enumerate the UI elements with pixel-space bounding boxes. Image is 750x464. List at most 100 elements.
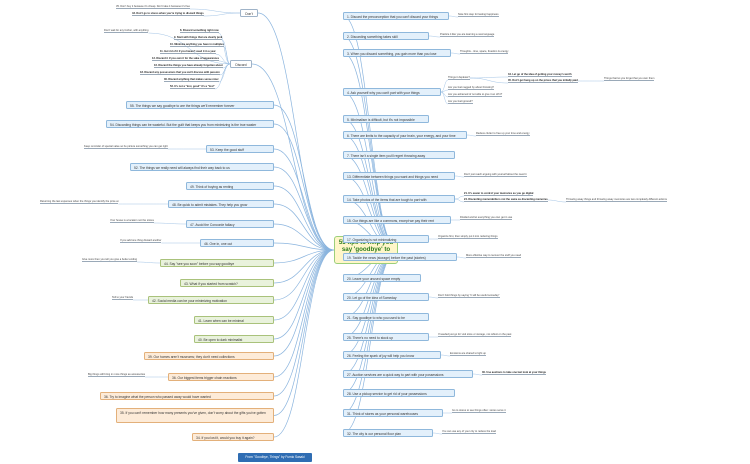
leaf-l-53: Keep reminder of special value so he pic… [84,145,168,149]
leaf-l-44: Give more then you tell you give a bette… [82,258,138,262]
left-branch-discard[interactable]: Discard [230,60,252,68]
connector-68 [218,32,231,65]
connector-65 [189,8,241,14]
connector-37 [273,249,335,378]
leaf-r15: Divided and let everything you own get i… [460,216,513,220]
leaf-l-disc9: 52. It's not a "lost, good" it's a "lost… [170,85,215,89]
left-branch-41[interactable]: 41. Learn when can be minimal [194,316,274,324]
leaf-r4d: Are you feel ignored? [448,100,473,104]
left-branch-48[interactable]: 48. Be quick to admit mistakes. They hel… [168,200,274,208]
connector-52 [454,175,465,178]
leaf-r14b: 24. Discarding memorabilia is not the sa… [464,198,548,202]
connector-33 [273,249,335,301]
right-branch-17[interactable]: 17. Organizing is not minimalizing [343,235,429,243]
leaf-l-disc7: 18. Discard any possessions that you can… [140,71,220,75]
right-branch-1[interactable]: 1. Discard the preconception that you ca… [343,12,449,20]
connector-40 [273,249,335,438]
leaf-r17: Organize first, then simply put it into … [438,235,498,239]
left-branch-dont[interactable]: Don't [240,9,258,17]
right-branch-14[interactable]: 14. Take photos of the items that are to… [343,195,455,203]
right-branch-21[interactable]: 21. Say goodbye to who you used to be [343,313,429,321]
leaf-r31: Go to stores to see things often: stores… [452,409,506,413]
right-branch-27[interactable]: 27. Auction services are a quick way to … [343,370,473,378]
leaf-r6: Reduce clutter to free up your time and … [476,132,530,136]
left-branch-35[interactable]: 35. If you can't remember how many prese… [116,408,274,423]
connector-31 [273,249,335,264]
right-branch-25[interactable]: 25. There's no need to stock up [343,333,429,341]
leaf-r27: 30. Use auctions to take one last look a… [482,371,546,375]
right-branch-3[interactable]: 3. When you discard something, you gain … [343,49,451,57]
connector-28 [273,203,335,251]
connector-25 [273,148,335,251]
left-branch-55[interactable]: 55. The things we say goodbye to are the… [126,101,274,109]
connector-54 [454,198,465,203]
connector-44 [440,79,449,93]
leaf-l-dont2: 43. Don't go to stores when you're tryin… [132,12,204,16]
connector-34 [273,249,335,321]
connector-72 [219,60,231,65]
left-branch-44[interactable]: 44. Say "see you soon" before you say go… [160,259,274,267]
connector-42 [428,35,441,38]
left-branch-40[interactable]: 40. Be open to dark minimalist [194,335,274,343]
connector-61 [440,354,451,357]
leaf-l-48: Returning the last expenses when the thi… [40,200,119,204]
connector-29 [273,223,335,251]
left-branch-36b[interactable]: 36. Try to imagine what the person who p… [100,392,274,400]
right-branch-5[interactable]: 5. Minimalism is difficult, but it's not… [343,115,429,123]
left-branch-42[interactable]: 42. Social media can be your minimizing … [148,296,274,304]
right-branch-20a[interactable]: 20. Leave your unused space empty [343,274,421,282]
left-branch-34[interactable]: 34. If you lost it, would you buy it aga… [192,433,274,441]
connector-43 [450,52,461,55]
right-branch-32[interactable]: 32. The city is our personal floor plan [343,429,433,437]
leaf-l-disc1: 8. Discard something right now [180,29,219,33]
right-branch-4[interactable]: 4. Ask yourself why you can't part with … [343,88,441,96]
connector-21 [257,12,335,251]
connector-24 [273,123,335,251]
leaf-r20b: Don't hold things by saying "it will be … [438,294,500,298]
leaf-r4a2x: Things that let you forget that you own … [604,77,655,81]
leaf-r32: You can use any of your city to reduce t… [442,430,496,434]
right-branch-31[interactable]: 31. Think of stores as your personal war… [343,409,443,417]
connector-32 [273,249,335,284]
left-branch-52[interactable]: 52. The things we really need will alway… [130,163,274,171]
leaf-r2: Practice it like you are learning a new … [440,33,495,37]
leaf-l-disc3: 10. Minimize anything you have in multip… [170,43,224,47]
connector-35 [273,249,335,340]
leaf-r25: If needed just go for visit store or sto… [438,333,512,337]
connector-64 [432,432,443,435]
connector-70 [223,46,231,65]
left-branch-39[interactable]: 39. Our homes aren't museums; they don't… [144,352,274,360]
leaf-l-46: If you add one thing discard another [120,239,162,243]
right-branch-2[interactable]: 2. Discarding something takes skill [343,32,429,40]
right-branch-20b[interactable]: 20. Let go of the idea of Someday [343,293,429,301]
left-branch-54[interactable]: 54. Discarding things can be wasteful. B… [106,120,274,128]
right-branch-7[interactable]: 7. There isn't a single item you'll regr… [343,151,455,159]
right-branch-26[interactable]: 26. Feeling the spark of joy will help y… [343,351,441,359]
leaf-r4a1: 34. Let go of the idea of getting your m… [508,73,572,77]
left-branch-47[interactable]: 47. Avoid the Concorde fallacy [186,220,274,228]
left-branch-43[interactable]: 43. What if you started from scratch? [180,279,274,287]
right-branch-15[interactable]: 15. Our things are like a commons, excep… [343,216,451,224]
leaf-r1: Note first step for lasting happiness [458,13,499,17]
leaf-l-42: Tell to your friends [112,296,134,300]
connector-30 [273,242,335,251]
leaf-l-36: Big things will bring in more things as … [88,373,146,377]
connector-41 [448,15,459,18]
right-branch-19[interactable]: 19. Tackle the news (storage) before the… [343,253,457,261]
connector-59 [428,296,439,299]
connector-66 [203,12,241,17]
left-branch-53[interactable]: 53. Keep the good stuff [206,145,274,153]
right-branch-6[interactable]: 6. There are limits to the capacity of y… [343,131,467,139]
connector-58 [456,256,467,259]
leaf-l-disc4: 11. Get rid of it if you haven't used it… [160,50,216,54]
connector-39 [273,249,335,416]
right-branch-28[interactable]: 28. Use a pickup service to get rid of y… [343,389,455,397]
left-branch-36a[interactable]: 36. Our biggest items trigger chain reac… [168,373,274,381]
connector-81 [137,261,161,264]
leaf-r14a: 21. It's easier to control your memories… [464,192,534,196]
connector-67 [148,32,231,65]
left-branch-46[interactable]: 46. One in, one out [200,239,274,247]
right-branch-13[interactable]: 13. Differentiate between things you wan… [343,172,455,180]
leaf-r14x: Throwing away things and throwing away m… [566,198,667,202]
left-branch-49[interactable]: 49. Think of buying as renting [186,182,274,190]
